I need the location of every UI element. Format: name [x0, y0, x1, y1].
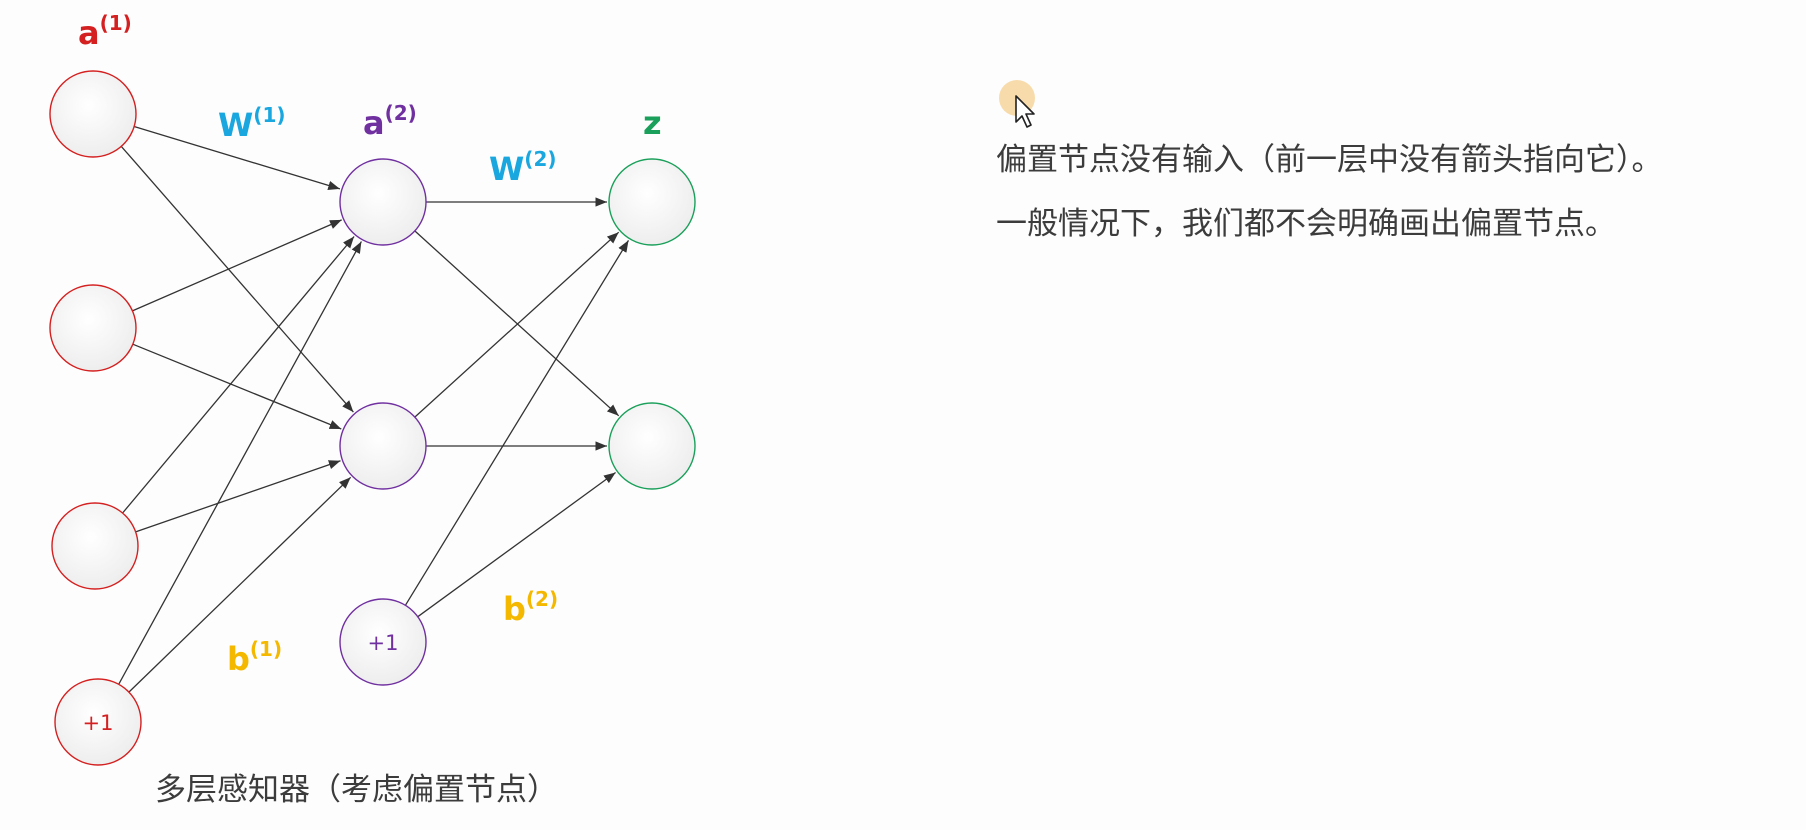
hidden-node-2: [339, 402, 427, 490]
arrow-b1-to-h1: [118, 241, 362, 685]
mouse-pointer-icon: [999, 80, 1035, 128]
bias-node-1: [54, 678, 142, 766]
arrow-h2-to-o1: [414, 231, 620, 418]
neurons: +1 +1: [49, 70, 696, 766]
arrow-i2-to-h2: [132, 343, 342, 430]
input-node-1: [49, 70, 137, 158]
connection-arrows: [118, 125, 630, 693]
arrow-i2-to-h1: [132, 219, 342, 312]
label-z: z: [643, 104, 662, 142]
label-a2: a(2): [363, 101, 417, 142]
input-node-3: [51, 502, 139, 590]
arrow-i3-to-h2: [135, 460, 341, 533]
output-node-1: [608, 158, 696, 246]
explanation-text: 偏置节点没有输入（前一层中没有箭头指向它）。 一般情况下，我们都不会明确画出偏置…: [996, 128, 1796, 256]
layer-labels: a(1) W(1) a(2) W(2) z b(1) b(2): [78, 11, 662, 678]
label-w2: W(2): [489, 147, 557, 188]
explanation-line-2: 一般情况下，我们都不会明确画出偏置节点。: [996, 206, 1616, 242]
label-b2: b(2): [503, 587, 558, 628]
label-b1: b(1): [227, 637, 282, 678]
arrow-b1-to-h2: [128, 476, 352, 693]
explanation-line-1: 偏置节点没有输入（前一层中没有箭头指向它）。: [996, 142, 1663, 178]
label-w1: W(1): [218, 103, 286, 144]
arrow-i1-to-h1: [133, 125, 341, 190]
arrow-b2-to-o1: [404, 240, 630, 606]
diagram-caption: 多层感知器（考虑偏置节点）: [155, 772, 558, 808]
output-node-2: [608, 402, 696, 490]
arrow-i3-to-h1: [122, 236, 355, 514]
arrow-h1-to-o2: [414, 230, 620, 417]
arrow-i1-to-h2: [120, 145, 354, 413]
bias-node-2: [339, 598, 427, 686]
input-node-2: [49, 284, 137, 372]
hidden-node-1: [339, 158, 427, 246]
bias-node-1-label: +1: [83, 711, 114, 735]
bias-node-2-label: +1: [368, 631, 399, 655]
arrow-b2-to-o2: [417, 471, 616, 618]
label-a1: a(1): [78, 11, 132, 52]
